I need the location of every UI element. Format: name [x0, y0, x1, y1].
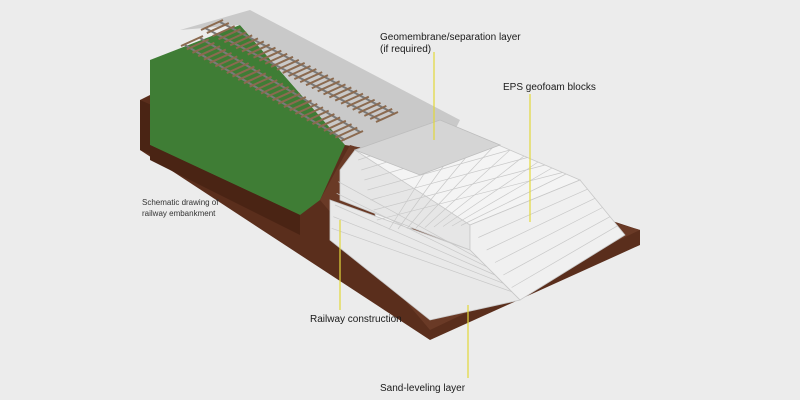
sleeper [283, 96, 307, 108]
sleeper [329, 123, 352, 136]
label-geomembrane-line1: Geomembrane/separation layer [380, 32, 521, 43]
sleeper [294, 102, 318, 115]
eps-block-edge [331, 228, 512, 292]
sleeper [300, 106, 324, 119]
eps-block-edge [503, 216, 611, 276]
sleeper [317, 116, 341, 129]
sleeper [214, 55, 238, 68]
geomembrane-layer [353, 119, 502, 176]
sleeper [323, 119, 347, 132]
sleeper [317, 80, 341, 93]
eps-block-edge [373, 164, 546, 211]
sleeper [235, 37, 259, 50]
sleeper [340, 92, 364, 105]
sleeper [272, 89, 295, 102]
sleeper [203, 48, 227, 61]
eps-block-edge [451, 167, 553, 227]
sleeper [311, 77, 335, 90]
sleeper [323, 83, 346, 96]
grass-slope [150, 25, 345, 215]
soil-side [150, 145, 300, 235]
sleeper [369, 108, 393, 120]
eps-block-edge [336, 193, 487, 267]
eps-block-edge [486, 198, 596, 251]
sleeper [226, 62, 250, 75]
sleeper [223, 31, 247, 44]
sleeper [200, 19, 224, 31]
sleeper [266, 85, 290, 98]
eps-geofoam-blocks [329, 119, 626, 321]
sleeper [375, 111, 399, 123]
sleeper [209, 52, 232, 64]
railway-sleepers [180, 19, 399, 142]
sleeper [212, 25, 236, 38]
sleeper [352, 98, 376, 111]
label-railway-construction: Railway construction [310, 314, 402, 325]
eps-block-edge [334, 204, 496, 276]
label-geomembrane-line2: (if required) [380, 44, 432, 55]
sleeper [293, 68, 317, 80]
sleeper [247, 43, 271, 56]
diagram-caption: Schematic drawing of railway embankment [142, 197, 252, 219]
sleeper [363, 104, 387, 117]
eps-block-edge [370, 157, 528, 201]
sleeper [358, 101, 381, 114]
sleeper [180, 35, 204, 47]
eps-block-edge [511, 225, 618, 288]
eps-block-edge [415, 143, 497, 229]
sleeper [289, 99, 312, 112]
sleeper [260, 82, 284, 95]
sleeper [305, 74, 329, 87]
sleeper [334, 126, 358, 139]
eps-block-edge [338, 181, 479, 259]
eps-block-edge [478, 188, 588, 238]
sleeper [328, 86, 352, 99]
sleeper [334, 89, 358, 102]
sleeper [249, 75, 272, 88]
sleeper [299, 71, 323, 84]
eps-block-grid [331, 125, 618, 292]
sleeper [282, 62, 306, 74]
sleeper [243, 72, 267, 85]
diagram-caption-line1: Schematic drawing of [142, 198, 219, 207]
sleeper [254, 79, 278, 92]
sleeper [306, 109, 330, 122]
diagram-caption-line2: railway embankment [142, 209, 216, 218]
sleeper [258, 49, 282, 62]
eps-block-edge [494, 207, 603, 263]
sleeper [232, 65, 255, 78]
sleeper [346, 95, 370, 108]
sleeper [270, 55, 294, 68]
eps-block-edge [442, 161, 539, 227]
sleeper [264, 52, 288, 65]
label-geomembrane: Geomembrane/separation layer (if require… [380, 32, 521, 56]
eps-block-edge [424, 149, 511, 228]
label-sand-leveling: Sand-leveling layer [380, 383, 466, 394]
sleeper [229, 34, 253, 47]
eps-block-edge [376, 172, 563, 221]
callout-lines [339, 52, 531, 378]
label-eps-geofoam: EPS geofoam blocks [503, 82, 596, 93]
eps-block-edge [460, 173, 567, 226]
sleeper [340, 130, 364, 142]
sleeper [253, 46, 276, 59]
sleeper [241, 40, 265, 53]
sleeper [312, 113, 335, 125]
eps-block-edge [367, 149, 511, 191]
sleeper [186, 38, 210, 51]
sleeper [206, 22, 230, 34]
eps-block-edge [433, 155, 525, 228]
sleeper [288, 65, 311, 77]
sleeper [277, 92, 301, 105]
sleeper [276, 58, 300, 71]
sleeper [192, 41, 215, 54]
sleeper [218, 28, 241, 41]
sleeper [237, 69, 261, 81]
eps-block-edge [333, 216, 504, 284]
sleeper [197, 45, 221, 58]
sleeper [220, 58, 244, 71]
